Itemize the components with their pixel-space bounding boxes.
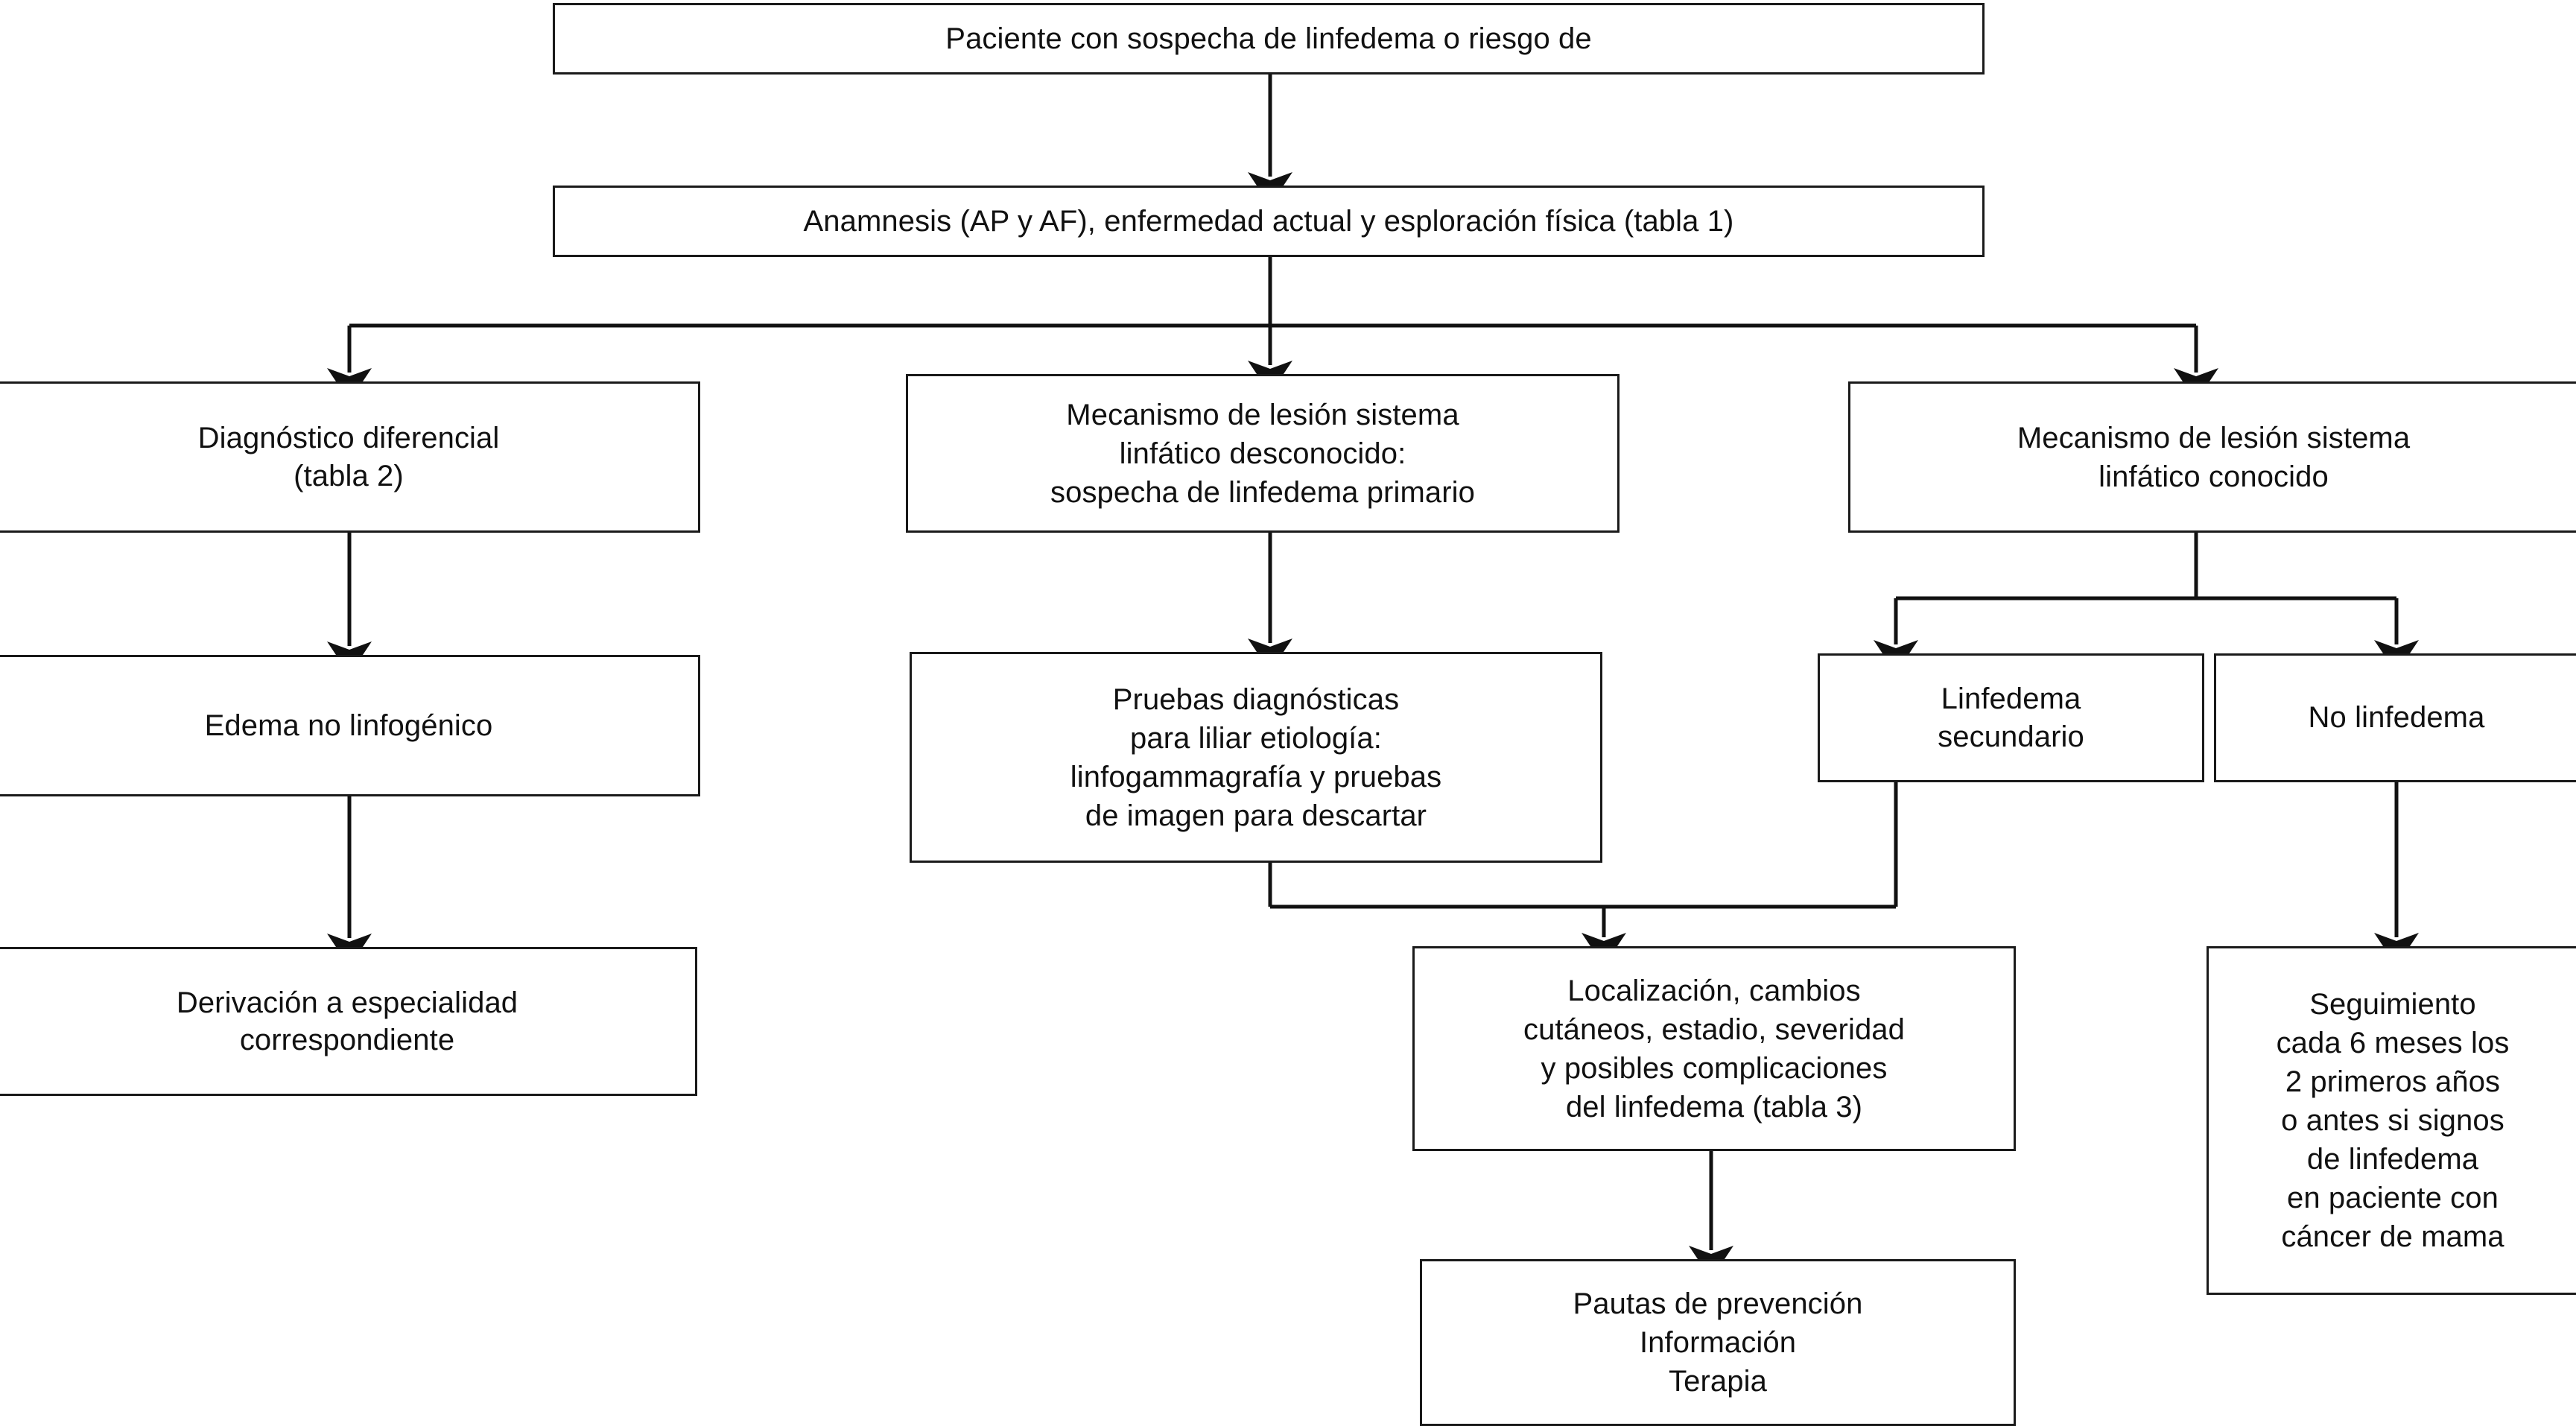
node-mecanismo-conocido-label: Mecanismo de lesión sistema linfático co… [2017,421,2411,493]
node-seguimiento-label: Seguimiento cada 6 meses los 2 primeros … [2276,988,2510,1253]
node-no-linfedema[interactable]: No linfedema [2214,653,2576,782]
node-paciente-sospecha-label: Paciente con sospecha de linfedema o rie… [945,22,1592,55]
node-diagnostico-diferencial-label: Diagnóstico diferencial (tabla 2) [197,422,500,492]
node-anamnesis[interactable]: Anamnesis (AP y AF), enfermedad actual y… [553,186,1985,257]
node-paciente-sospecha[interactable]: Paciente con sospecha de linfedema o rie… [553,3,1985,75]
node-edema-no-linfogenico[interactable]: Edema no linfogénico [0,655,700,796]
node-derivacion-especialidad[interactable]: Derivación a especialidad correspondient… [0,947,697,1096]
node-seguimiento[interactable]: Seguimiento cada 6 meses los 2 primeros … [2207,946,2576,1295]
node-mecanismo-conocido[interactable]: Mecanismo de lesión sistema linfático co… [1848,381,2576,533]
node-pruebas-diagnosticas[interactable]: Pruebas diagnósticas para liliar etiolog… [910,652,1602,863]
node-pautas-prevencion[interactable]: Pautas de prevención Información Terapia [1420,1259,2016,1426]
node-localizacion-cambios-label: Localización, cambios cutáneos, estadio,… [1523,974,1906,1124]
node-linfedema-secundario[interactable]: Linfedema secundario [1818,653,2204,782]
node-mecanismo-desconocido[interactable]: Mecanismo de lesión sistema linfático de… [906,374,1619,533]
node-localizacion-cambios[interactable]: Localización, cambios cutáneos, estadio,… [1412,946,2016,1151]
node-pruebas-diagnosticas-label: Pruebas diagnósticas para liliar etiolog… [1070,682,1442,832]
node-mecanismo-desconocido-label: Mecanismo de lesión sistema linfático de… [1050,398,1475,509]
node-linfedema-secundario-label: Linfedema secundario [1938,682,2084,753]
node-pautas-prevencion-label: Pautas de prevención Información Terapia [1573,1287,1863,1398]
node-anamnesis-label: Anamnesis (AP y AF), enfermedad actual y… [803,204,1734,238]
node-edema-no-linfogenico-label: Edema no linfogénico [204,709,493,742]
node-diagnostico-diferencial[interactable]: Diagnóstico diferencial (tabla 2) [0,381,700,533]
node-derivacion-especialidad-label: Derivación a especialidad correspondient… [176,986,518,1056]
node-no-linfedema-label: No linfedema [2308,701,2485,735]
